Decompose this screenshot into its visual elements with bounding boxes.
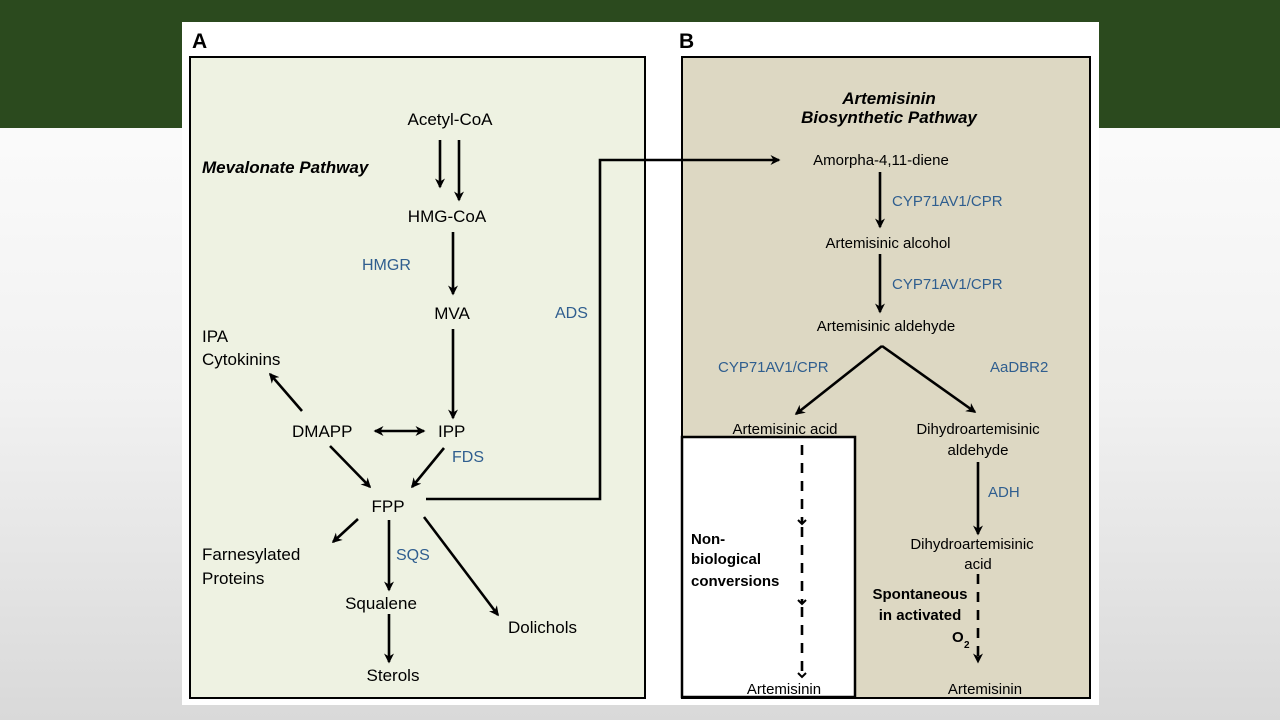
dihydroartemisinic-aldehyde-label-1: Dihydroartemisinic [916, 421, 1040, 438]
cyp-enzyme-label-3: CYP71AV1/CPR [718, 359, 829, 376]
arrow-aldehyde-dhaldehyde [881, 344, 977, 414]
cytokinins-label: Cytokinins [202, 350, 280, 369]
spontaneous-note-line1: Spontaneous [872, 586, 967, 603]
spontaneous-note-oxygen: O [952, 629, 964, 646]
artemisinic-acid-label: Artemisinic acid [732, 421, 837, 438]
sqs-enzyme-label: SQS [396, 547, 430, 564]
spontaneous-note-oxygen-subscript: 2 [964, 640, 970, 651]
arrow-dmapp-ipa [269, 372, 303, 412]
adh-enzyme-label: ADH [988, 484, 1020, 501]
dihydroartemisinic-aldehyde-label-2: aldehyde [948, 442, 1009, 459]
cyp-enzyme-label-1: CYP71AV1/CPR [892, 193, 1003, 210]
artemisinin-right-label: Artemisinin [948, 681, 1022, 698]
pathway-diagram: A B Mevalonate Pathway Acetyl-CoA HMG-Co… [189, 30, 1091, 699]
hmgr-enzyme-label: HMGR [362, 257, 411, 274]
dolichols-label: Dolichols [508, 618, 577, 637]
squalene-label: Squalene [345, 594, 417, 613]
panel-b-letter: B [679, 30, 694, 53]
arrow-aldehyde-acid [794, 344, 883, 416]
fds-enzyme-label: FDS [452, 449, 484, 466]
cyp-enzyme-label-2: CYP71AV1/CPR [892, 276, 1003, 293]
nonbio-note-line3: conversions [691, 573, 779, 590]
arrow-dmapp-fpp [329, 445, 372, 489]
fpp-label: FPP [371, 497, 404, 516]
proteins-label: Proteins [202, 569, 264, 588]
artemisinic-aldehyde-label: Artemisinic aldehyde [817, 318, 955, 335]
panel-a-frame [189, 56, 646, 699]
arrow-fpp-dolichols [422, 516, 500, 617]
arrow-ipp-fpp [410, 447, 446, 489]
ipa-label: IPA [202, 327, 229, 346]
arrow-fpp-amorphadiene [426, 155, 781, 501]
artemisinin-left-label: Artemisinin [747, 681, 821, 698]
panel-a-letter: A [192, 30, 207, 53]
amorphadiene-label: Amorpha-4,11-diene [813, 152, 949, 169]
ipp-label: IPP [438, 422, 465, 441]
nonbio-note-line2: biological [691, 551, 761, 568]
sterols-label: Sterols [367, 666, 420, 685]
mevalonate-title: Mevalonate Pathway [202, 158, 370, 177]
dmapp-label: DMAPP [292, 422, 352, 441]
dihydroartemisinic-acid-label-2: acid [964, 556, 992, 573]
ads-enzyme-label: ADS [555, 305, 588, 322]
nonbio-note-line1: Non- [691, 531, 725, 548]
non-biological-box [680, 435, 857, 699]
acetyl-coa-label: Acetyl-CoA [407, 110, 493, 129]
artemisinin-title-line1: Artemisinin [841, 89, 936, 108]
aadbr2-enzyme-label: AaDBR2 [990, 359, 1048, 376]
arrow-fpp-farnesylated [331, 518, 359, 544]
dihydroartemisinic-acid-label-1: Dihydroartemisinic [910, 536, 1034, 553]
hmg-coa-label: HMG-CoA [408, 207, 487, 226]
artemisinic-alcohol-label: Artemisinic alcohol [825, 235, 950, 252]
farnesylated-label: Farnesylated [202, 545, 300, 564]
mva-label: MVA [434, 304, 470, 323]
spontaneous-note-line2: in activated [879, 607, 962, 624]
pathway-figure: A B Mevalonate Pathway Acetyl-CoA HMG-Co… [182, 22, 1099, 705]
artemisinin-title-line2: Biosynthetic Pathway [801, 108, 978, 127]
